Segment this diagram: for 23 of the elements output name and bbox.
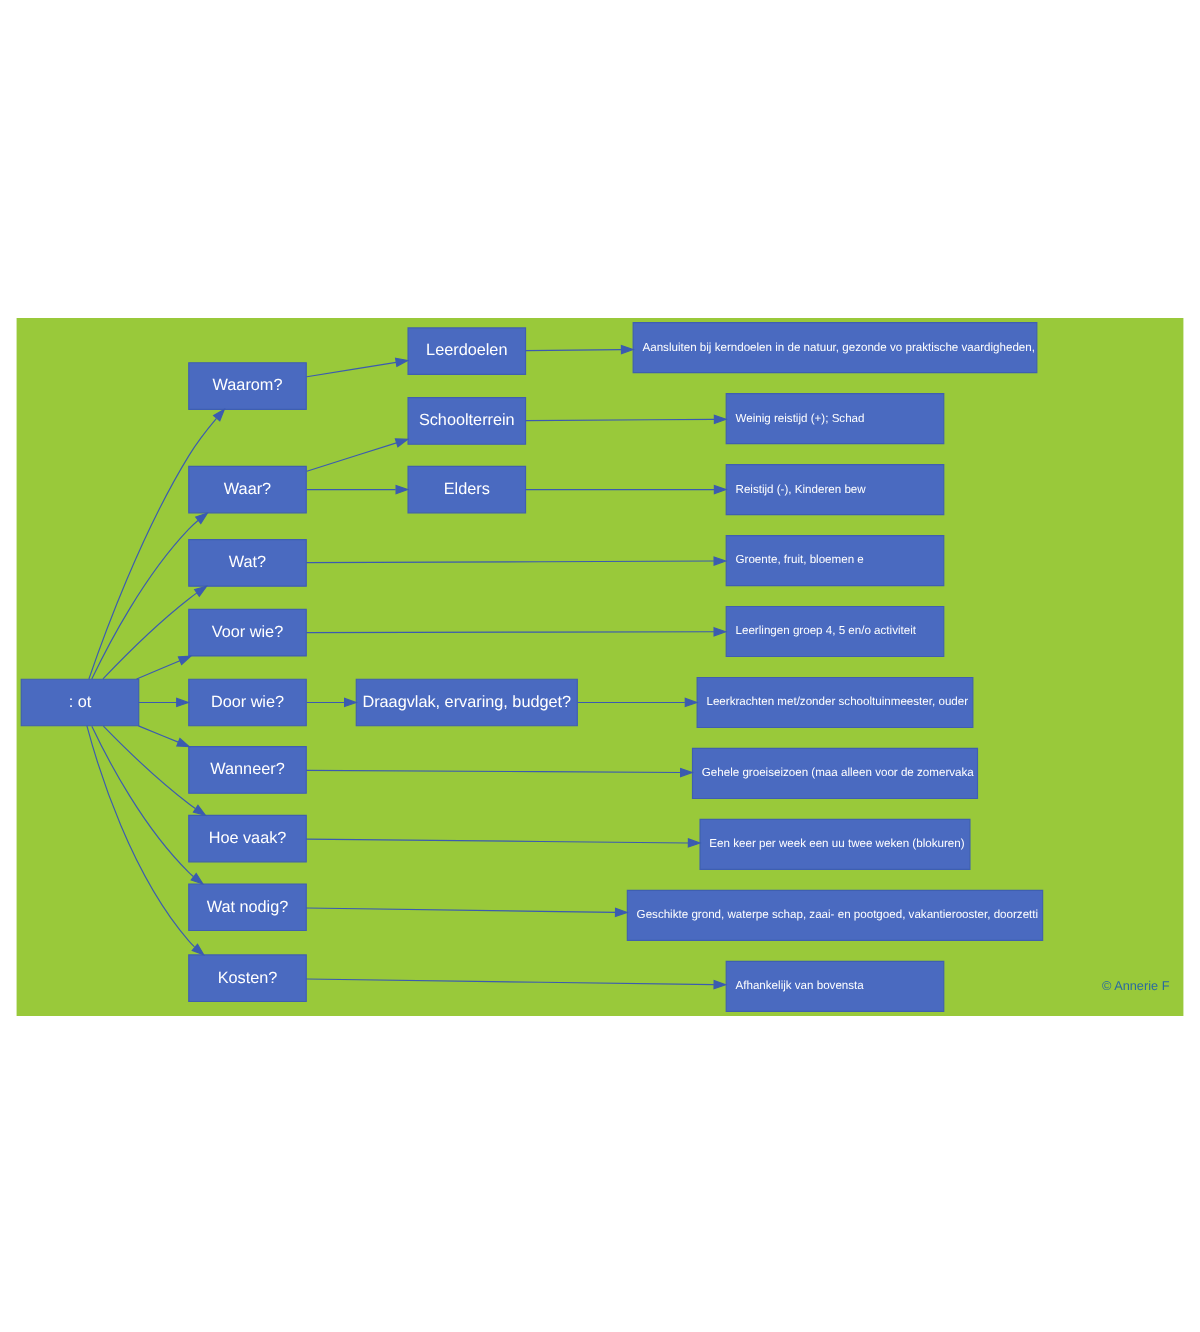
arrow <box>305 906 629 917</box>
arrow <box>88 407 226 679</box>
arrow <box>86 724 206 955</box>
arrow <box>305 837 702 847</box>
arrow <box>306 437 410 471</box>
arrow <box>306 696 358 707</box>
arrow <box>91 510 209 679</box>
arrow <box>525 413 728 424</box>
arrow <box>102 584 209 679</box>
arrow <box>305 766 694 777</box>
arrow <box>305 977 728 989</box>
arrow <box>91 724 205 885</box>
arrow <box>102 724 207 816</box>
arrow <box>306 483 410 494</box>
arrow <box>138 696 191 707</box>
arrow <box>525 343 635 354</box>
arrow <box>136 654 193 679</box>
arrow <box>305 625 728 636</box>
arrow <box>525 483 728 494</box>
arrow <box>577 696 699 707</box>
arrow <box>305 555 728 565</box>
arrow <box>306 356 410 377</box>
arrow <box>137 724 191 747</box>
